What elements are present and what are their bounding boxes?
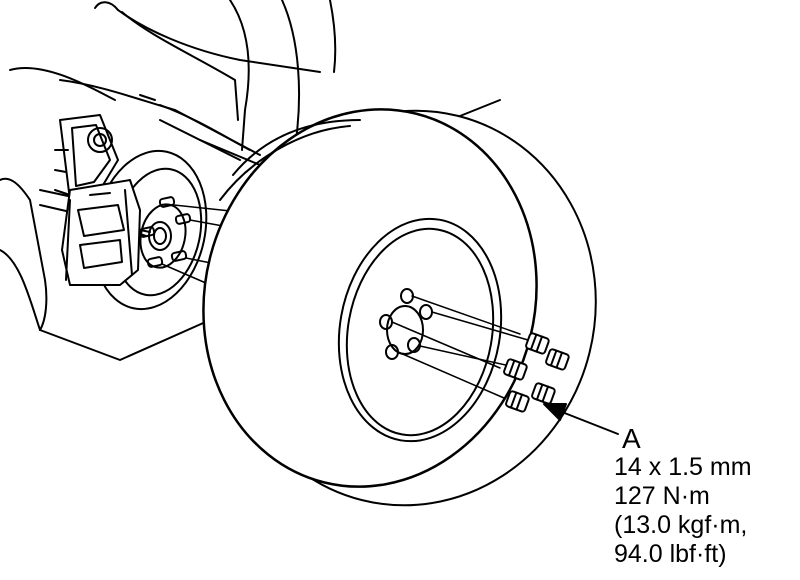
torque-callout: A 14 x 1.5 mm 127 N·m (13.0 kgf·m, 94.0 … (614, 424, 752, 569)
nut-size-label: 14 x 1.5 mm (614, 453, 752, 481)
brake-caliper (61, 179, 141, 286)
wheel-nut-icon (525, 332, 550, 355)
wheel-tire (202, 108, 597, 507)
arrow-icon (543, 403, 619, 435)
nut-alignment-lines (391, 295, 529, 399)
wheel-nut-icon (505, 390, 530, 413)
wheel-nut-icon (531, 382, 556, 405)
wheel-nut-icon (503, 358, 528, 381)
torque-kgf-label: (13.0 kgf·m, (614, 511, 748, 539)
torque-lbf-label: 94.0 lbf·ft) (614, 540, 727, 568)
callout-letter: A (622, 423, 641, 454)
hub-studs (138, 196, 192, 268)
wheel-nuts (503, 332, 570, 413)
vehicle-body (0, 0, 501, 361)
wheel-nut-icon (545, 348, 570, 371)
torque-nm-label: 127 N·m (614, 482, 710, 510)
